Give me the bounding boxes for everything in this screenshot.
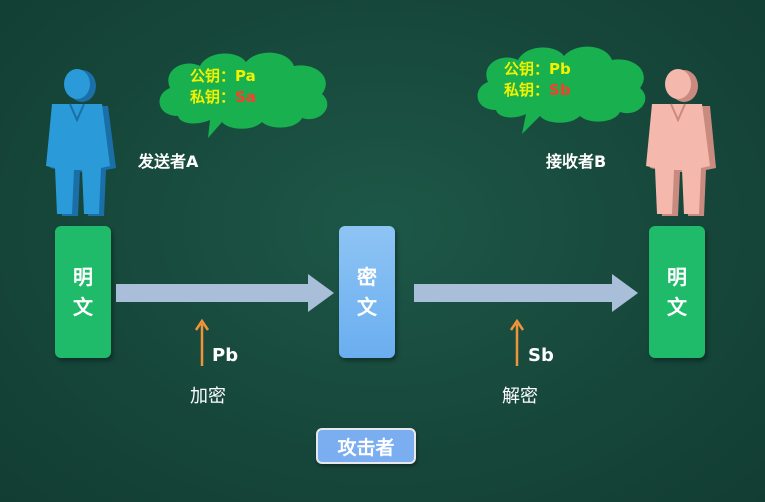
decrypt-flow-arrow (414, 274, 638, 312)
sender-key-text: 公钥：Pa 私钥：Sa (190, 66, 256, 108)
receiver-private-key-line: 私钥：Sb (504, 81, 571, 99)
plaintext-right-box: 明 文 (649, 226, 705, 358)
encrypt-flow-arrow (116, 274, 334, 312)
decrypt-key-label: Sb (528, 345, 554, 366)
receiver-label: 接收者B (546, 152, 607, 171)
encrypt-label: 加密 (190, 386, 226, 407)
sender-private-key-line: 私钥：Sa (190, 88, 256, 106)
receiver-person-icon (646, 69, 716, 216)
encrypt-key-label: Pb (212, 345, 239, 366)
sender-label: 发送者A (138, 152, 199, 171)
sender-public-key-line: 公钥：Pa (190, 67, 256, 85)
receiver-key-text: 公钥：Pb 私钥：Sb (504, 59, 571, 101)
decrypt-label: 解密 (502, 386, 538, 407)
plaintext-left-box: 明 文 (55, 226, 111, 358)
receiver-key-cloud (477, 46, 646, 134)
attacker-badge: 攻击者 (316, 428, 416, 464)
decrypt-key-arrow-icon (509, 318, 525, 366)
sender-person-icon (46, 69, 116, 216)
encrypt-key-arrow-icon (194, 318, 210, 366)
ciphertext-box: 密 文 (339, 226, 395, 358)
sender-key-cloud (159, 52, 328, 138)
receiver-public-key-line: 公钥：Pb (504, 60, 571, 78)
